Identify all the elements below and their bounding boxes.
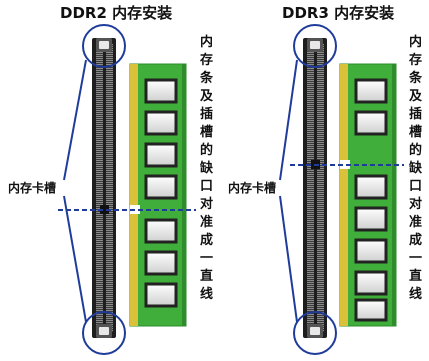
ddr3-memory-module	[339, 63, 397, 327]
caption-char: 的	[200, 142, 213, 158]
ddr2-callout-line-bottom	[63, 195, 87, 323]
ddr3-panel: DDR3 内存安装 内存卡槽	[228, 4, 423, 355]
memory-chip	[144, 78, 178, 104]
caption-char: 对	[409, 196, 422, 212]
caption-char: 缺	[199, 160, 214, 176]
caption-char: 成	[409, 232, 422, 248]
ddr2-memory-chips	[144, 78, 178, 308]
caption-char: 及	[409, 89, 423, 104]
caption-char: 插	[200, 106, 213, 122]
ddr2-slot-label: 内存卡槽	[8, 180, 56, 195]
caption-char: 条	[200, 70, 214, 86]
memory-chip	[144, 110, 178, 136]
caption-char: 准	[409, 214, 422, 230]
memory-chip	[144, 282, 178, 308]
caption-char: 线	[200, 286, 213, 302]
caption-char: 一	[200, 251, 213, 266]
memory-chip	[144, 250, 178, 276]
ddr2-slot-key	[100, 205, 109, 214]
caption-char: 条	[409, 70, 423, 86]
caption-char: 存	[200, 52, 213, 68]
caption-char: 直	[200, 268, 213, 284]
memory-chip	[144, 142, 178, 168]
ddr2-memory-module	[129, 63, 187, 327]
memory-chip	[354, 238, 388, 264]
memory-chip	[354, 206, 388, 232]
ddr3-title: DDR3 内存安装	[282, 4, 395, 22]
ddr3-callout-circle-bottom	[293, 311, 337, 355]
caption-char: 一	[409, 251, 422, 266]
memory-chip	[354, 270, 388, 296]
caption-char: 直	[409, 268, 422, 284]
ddr2-title: DDR2 内存安装	[60, 4, 173, 22]
caption-char: 准	[200, 214, 213, 230]
ddr2-vertical-caption: 内 存 条 及 插 槽 的 缺 口 对 准 成 一 直 线	[199, 34, 214, 302]
ddr2-callout-circle-top	[82, 24, 126, 68]
ddr3-vertical-caption: 内 存 条 及 插 槽 的 缺 口 对 准 成 一 直 线	[408, 34, 423, 302]
ddr2-memory-slot	[92, 38, 116, 338]
ddr3-callout-line-top	[279, 59, 298, 181]
memory-chip	[354, 298, 388, 322]
caption-char: 槽	[409, 124, 422, 140]
memory-chip	[354, 110, 388, 136]
caption-char: 存	[409, 52, 422, 68]
caption-char: 内	[200, 34, 213, 50]
ddr2-panel: DDR2 内存安装 内存卡槽	[8, 4, 214, 355]
ddr3-slot-label: 内存卡槽	[228, 180, 276, 195]
caption-char: 槽	[200, 124, 213, 140]
caption-char: 及	[200, 89, 214, 104]
ddr2-callout-line-top	[63, 59, 87, 181]
memory-chip	[354, 78, 388, 104]
caption-char: 的	[409, 142, 422, 158]
ddr3-callout-circle-top	[293, 24, 337, 68]
caption-char: 口	[409, 179, 422, 194]
caption-char: 口	[200, 179, 213, 194]
memory-chip	[144, 218, 178, 244]
ddr3-module-notch	[340, 160, 350, 169]
ddr3-callout-line-bottom	[279, 195, 298, 323]
caption-char: 线	[409, 286, 422, 302]
ddr3-memory-chips	[354, 78, 388, 322]
ddr3-memory-slot	[303, 38, 327, 338]
caption-char: 成	[200, 232, 213, 248]
memory-chip	[144, 174, 178, 200]
caption-char: 缺	[408, 160, 423, 176]
ddr2-callout-circle-bottom	[82, 311, 126, 355]
caption-char: 对	[200, 196, 213, 212]
memory-chip	[354, 174, 388, 200]
caption-char: 插	[409, 106, 422, 122]
caption-char: 内	[409, 34, 422, 50]
